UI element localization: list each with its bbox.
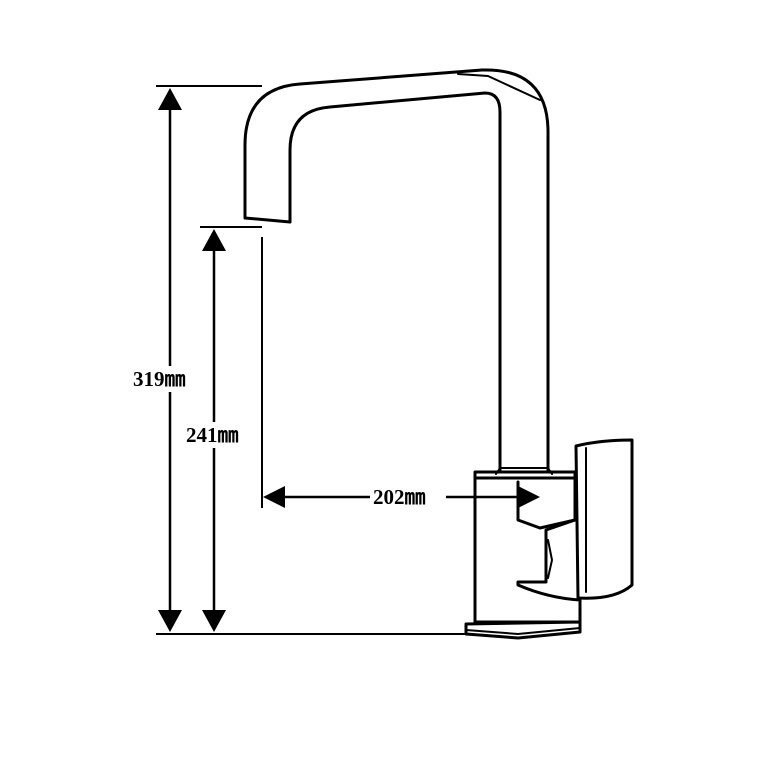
spout-height-label: 241㎜ xyxy=(186,423,239,447)
base-plate xyxy=(464,620,582,640)
dimension-spout-reach: 202㎜ xyxy=(263,485,540,509)
body-notch xyxy=(516,480,577,530)
spout-reach-label: 202㎜ xyxy=(373,485,426,509)
spout-inner-highlight xyxy=(457,73,541,101)
spout-outer-edge xyxy=(243,68,550,474)
body-top-detail xyxy=(495,467,553,475)
faucet-body xyxy=(473,476,582,624)
body-seam xyxy=(547,539,553,579)
faucet-illustration xyxy=(243,68,634,640)
total-height-arrow-bottom xyxy=(158,610,182,632)
spout-outlet xyxy=(243,216,292,224)
spout-inner-edge xyxy=(288,91,502,474)
spout-height-arrow-top xyxy=(202,229,226,251)
total-height-arrow-top xyxy=(158,88,182,110)
spout-height-arrow-bottom xyxy=(202,610,226,632)
spout-height-label-bg xyxy=(186,422,250,448)
dimension-spout-height: 241㎜ xyxy=(186,229,250,632)
spout-reach-arrow-left xyxy=(263,486,285,508)
total-height-label: 319㎜ xyxy=(133,367,186,391)
body-top-cap xyxy=(473,470,577,480)
base-plate-edge xyxy=(465,627,581,635)
spout-reach-arrow-right xyxy=(518,486,540,508)
handle-lever xyxy=(574,438,634,600)
dimension-total-height: 319㎜ xyxy=(132,88,210,632)
extension-lines xyxy=(156,85,468,635)
total-height-label-bg xyxy=(132,366,210,392)
